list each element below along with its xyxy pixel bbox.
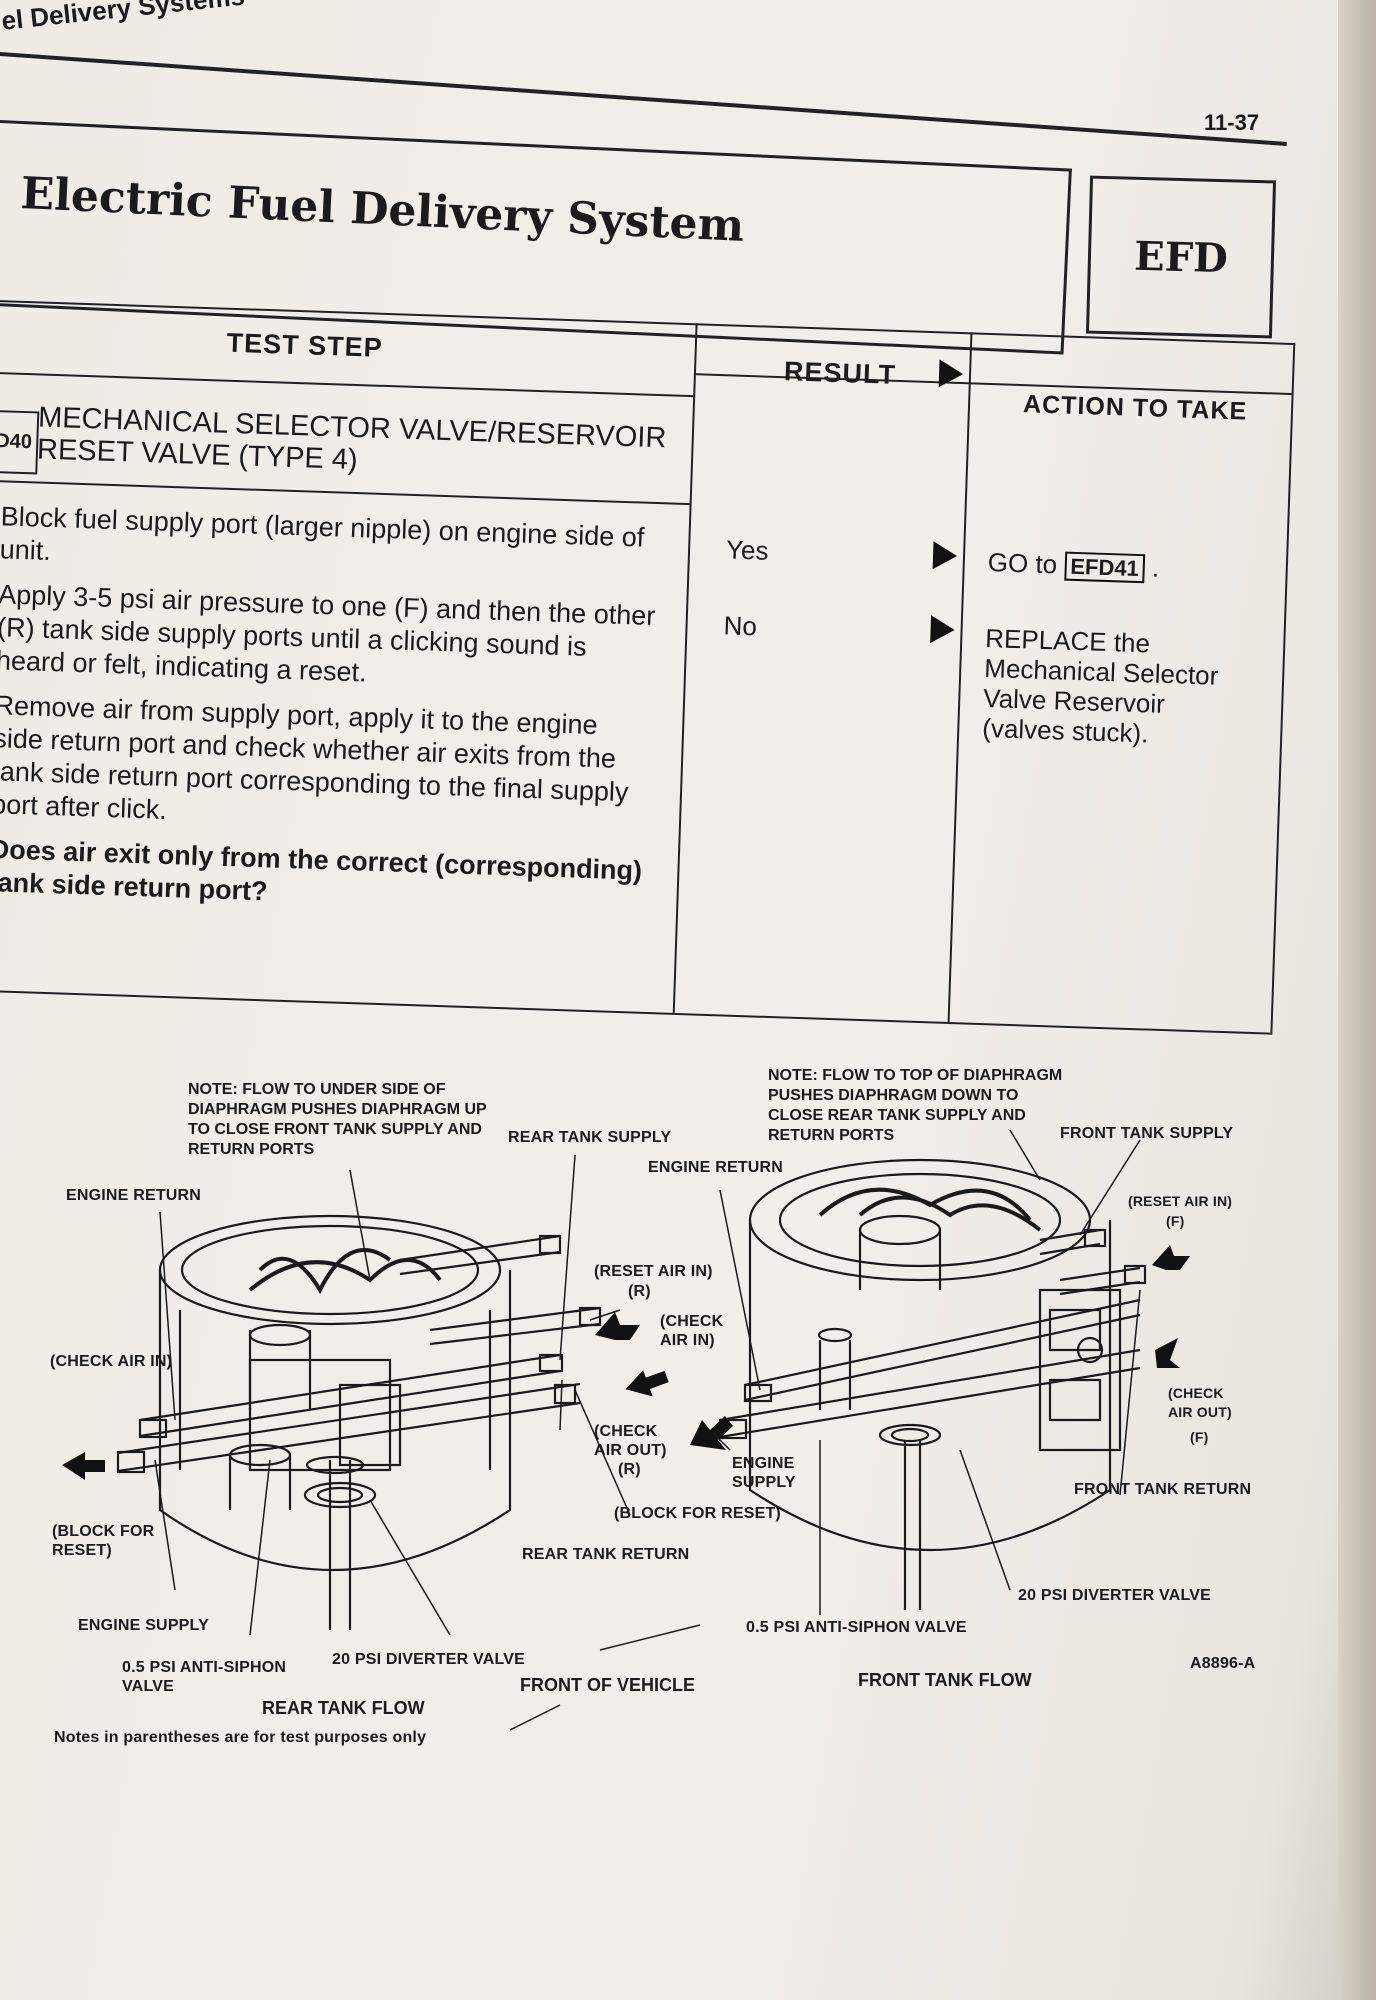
test-question: Does air exit only from the correct (cor…	[0, 834, 643, 907]
action-yes: GO to EFD41 .	[987, 547, 1160, 585]
left-diverter-label: 20 PSI DIVERTER VALVE	[332, 1651, 525, 1668]
col-divider-2	[947, 332, 973, 1023]
figure-id: A8896-A	[1190, 1655, 1256, 1672]
action-yes-prefix: GO to	[987, 547, 1058, 580]
left-engine-supply-label: ENGINE SUPPLY	[78, 1617, 209, 1634]
right-check-air-out-f-label: (F)	[1190, 1429, 1209, 1445]
left-check-air-out-label: (CHECK AIR OUT)	[594, 1423, 667, 1459]
header-rule-test	[0, 371, 694, 398]
right-note: NOTE: FLOW TO TOP OF DIAPHRAGM PUSHES DI…	[768, 1067, 1063, 1144]
step-instructions: Block fuel supply port (larger nipple) o…	[0, 500, 661, 933]
left-anti-siphon-label: 0.5 PSI ANTI-SIPHON VALVE	[122, 1659, 287, 1695]
test-step-table: TEST STEP RESULT ACTION TO TAKE D40 MECH…	[0, 300, 1296, 1043]
right-engine-supply-label: ENGINE SUPPLY	[732, 1455, 796, 1491]
col-header-action: ACTION TO TAKE	[1022, 390, 1248, 426]
left-note: NOTE: FLOW TO UNDER SIDE OF DIAPHRAGM PU…	[188, 1081, 487, 1158]
front-tank-unit-drawing	[718, 1158, 1147, 1610]
col-header-test-step: TEST STEP	[226, 327, 384, 363]
result-yes: Yes	[725, 534, 770, 566]
right-diverter-label: 20 PSI DIVERTER VALVE	[1018, 1587, 1211, 1604]
right-check-air-in-label: (CHECK AIR IN)	[660, 1313, 724, 1349]
rear-tank-flow-caption: REAR TANK FLOW	[262, 1698, 425, 1718]
front-tank-flow-caption: FRONT TANK FLOW	[858, 1670, 1032, 1690]
left-rear-tank-return-label: REAR TANK RETURN	[522, 1546, 690, 1563]
instruction-2: Apply 3-5 psi air pressure to one (F) an…	[0, 579, 656, 688]
valve-diagram	[62, 1129, 1190, 1731]
rear-tank-unit-drawing	[116, 1214, 602, 1630]
efd41-reference[interactable]: EFD41	[1063, 551, 1146, 584]
right-reset-air-in-label: (RESET AIR IN)	[1128, 1193, 1233, 1209]
col-divider-3	[1270, 343, 1296, 1033]
left-engine-return-label: ENGINE RETURN	[66, 1187, 202, 1204]
leader-lines	[154, 1129, 1141, 1731]
flow-arrows	[62, 1245, 1190, 1480]
result-arrow-icon	[938, 359, 964, 389]
left-check-air-in-label: (CHECK AIR IN)	[50, 1353, 173, 1370]
right-reset-air-in-f-label: (F)	[1166, 1213, 1185, 1229]
right-block-for-reset-label: (BLOCK FOR RESET)	[614, 1505, 781, 1522]
section-code-box: EFD	[1085, 175, 1277, 339]
diagram-figure: NOTE: FLOW TO UNDER SIDE OF DIAPHRAGM PU…	[0, 990, 1320, 1770]
left-block-for-reset-label: (BLOCK FOR RESET)	[52, 1523, 155, 1559]
step-id: D40	[0, 409, 40, 475]
action-no: REPLACE the Mechanical Selector Valve Re…	[981, 622, 1219, 749]
action-yes-suffix: .	[1151, 552, 1160, 583]
left-rear-tank-supply-label: REAR TANK SUPPLY	[508, 1129, 672, 1146]
page-number: 11-37	[1204, 110, 1260, 135]
yes-arrow-icon	[932, 541, 958, 570]
right-front-tank-return-label: FRONT TANK RETURN	[1074, 1481, 1252, 1498]
no-arrow-icon	[930, 615, 956, 644]
col-header-result: RESULT	[783, 356, 897, 390]
instruction-1: Block fuel supply port (larger nipple) o…	[0, 501, 645, 566]
figure-footnote: Notes in parentheses are for test purpos…	[54, 1729, 427, 1746]
step-title: MECHANICAL SELECTOR VALVE/RESERVOIR RESE…	[36, 401, 667, 477]
front-of-vehicle-label: FRONT OF VEHICLE	[520, 1675, 695, 1695]
instruction-3: Remove air from supply port, apply it to…	[0, 690, 629, 825]
right-front-tank-supply-label: FRONT TANK SUPPLY	[1060, 1125, 1234, 1142]
left-reset-air-in-label: (RESET AIR IN)	[594, 1263, 713, 1280]
section-code: EFD	[1133, 232, 1229, 282]
result-no: No	[723, 610, 758, 642]
right-anti-siphon-label: 0.5 PSI ANTI-SIPHON VALVE	[746, 1619, 967, 1636]
right-engine-return-label: ENGINE RETURN	[648, 1159, 784, 1176]
left-check-air-out-r-label: (R)	[618, 1461, 641, 1478]
left-reset-air-in-r-label: (R)	[628, 1283, 651, 1300]
page-edge	[1338, 0, 1376, 2000]
running-head: el Delivery Systems	[0, 0, 247, 36]
right-check-air-out-label: (CHECK AIR OUT)	[1168, 1385, 1232, 1420]
